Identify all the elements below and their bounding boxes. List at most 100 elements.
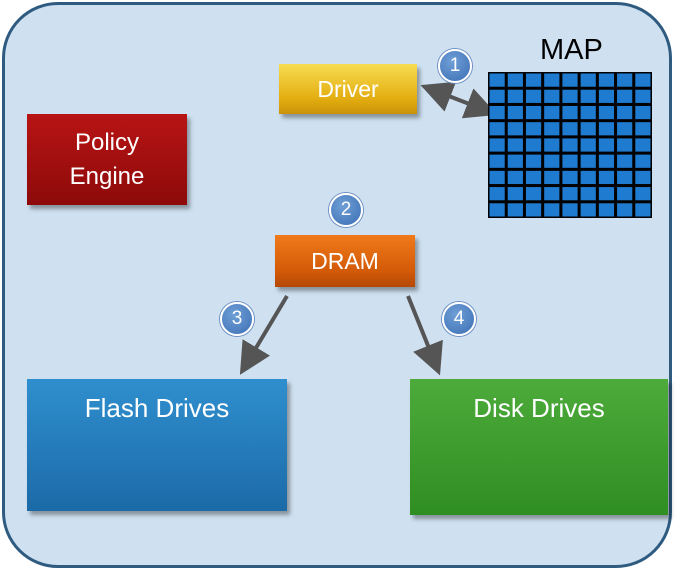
- map-grid-cell: [598, 105, 615, 120]
- map-grid-cell: [544, 122, 560, 136]
- map-grid-cell: [525, 89, 542, 103]
- map-grid-cell: [562, 203, 578, 217]
- map-grid-cell: [580, 170, 596, 185]
- map-grid-cell: [617, 122, 633, 136]
- map-grid-cell: [489, 170, 505, 185]
- flash-drives-box: Flash Drives: [27, 379, 287, 511]
- map-grid-cell: [617, 203, 633, 217]
- map-grid-cell: [598, 138, 615, 152]
- map-grid-cell: [544, 154, 560, 168]
- map-grid-cell: [580, 122, 596, 136]
- policy-engine-label-line2: Engine: [69, 162, 145, 190]
- map-grid-cell: [507, 154, 523, 168]
- map-grid-cell: [489, 73, 505, 87]
- dram-label: DRAM: [311, 247, 379, 274]
- map-grid-cell: [507, 203, 523, 217]
- map-grid-cell: [507, 170, 523, 185]
- map-grid-cell: [617, 170, 633, 185]
- map-grid-cell: [562, 122, 578, 136]
- map-grid-cell: [635, 105, 651, 120]
- map-grid-cell: [525, 138, 542, 152]
- map-grid-cell: [635, 203, 651, 217]
- map-grid-cell: [635, 89, 651, 103]
- map-grid-cell: [525, 170, 542, 185]
- driver-box: Driver: [279, 64, 417, 114]
- map-grid-cell: [617, 105, 633, 120]
- map-grid-cell: [635, 187, 651, 201]
- dram-box: DRAM: [275, 235, 415, 287]
- map-grid-cell: [617, 89, 633, 103]
- map-grid-cell: [507, 105, 523, 120]
- map-grid-cell: [525, 73, 542, 87]
- map-grid-cell: [544, 187, 560, 201]
- map-grid-cell: [507, 122, 523, 136]
- map-grid-cell: [598, 122, 615, 136]
- map-grid-cell: [544, 170, 560, 185]
- map-grid-cell: [489, 89, 505, 103]
- policy-engine-label-line1: Policy: [74, 128, 140, 156]
- map-grid-cell: [562, 89, 578, 103]
- map-grid-cell: [489, 203, 505, 217]
- disk-drives-box: Disk Drives: [410, 379, 668, 515]
- map-grid-cell: [507, 89, 523, 103]
- map-grid-cell: [580, 154, 596, 168]
- map-grid-cell: [617, 154, 633, 168]
- map-label: MAP: [540, 34, 603, 66]
- step-badge-1: 1: [438, 49, 472, 83]
- map-grid-cell: [580, 203, 596, 217]
- map-grid-cell: [507, 138, 523, 152]
- map-grid-cell: [525, 203, 542, 217]
- map-grid-cell: [580, 187, 596, 201]
- map-grid-cell: [562, 73, 578, 87]
- map-grid-cell: [635, 138, 651, 152]
- map-grid-cell: [562, 105, 578, 120]
- map-grid-cell: [617, 73, 633, 87]
- map-grid-cell: [507, 187, 523, 201]
- map-grid-cell: [489, 154, 505, 168]
- step-badge-2: 2: [329, 193, 363, 227]
- flash-drives-label: Flash Drives: [84, 393, 230, 423]
- map-grid-cell: [580, 138, 596, 152]
- map-grid-cell: [580, 73, 596, 87]
- map-grid-cell: [489, 122, 505, 136]
- map-grid-cell: [635, 73, 651, 87]
- map-grid-cell: [562, 138, 578, 152]
- map-grid-cell: [635, 170, 651, 185]
- map-grid-cell: [489, 105, 505, 120]
- map-grid-cell: [544, 89, 560, 103]
- map-grid-cell: [525, 122, 542, 136]
- policy-engine-box: Policy Engine: [27, 114, 187, 205]
- disk-drives-label: Disk Drives: [473, 393, 605, 423]
- map-grid-cell: [598, 187, 615, 201]
- map-grid-cell: [598, 154, 615, 168]
- map-grid: [488, 72, 652, 218]
- map-grid-cell: [525, 154, 542, 168]
- map-grid-cell: [489, 187, 505, 201]
- map-grid-cell: [562, 154, 578, 168]
- map-grid-cell: [507, 73, 523, 87]
- step-badge-3: 3: [220, 302, 254, 336]
- map-grid-cell: [598, 203, 615, 217]
- map-grid-cell: [525, 105, 542, 120]
- map-grid-cell: [544, 73, 560, 87]
- map-grid-cell: [580, 105, 596, 120]
- map-grid-cell: [635, 154, 651, 168]
- step-badge-4: 4: [442, 302, 476, 336]
- driver-map-arrow: [420, 81, 498, 119]
- map-grid-cell: [544, 138, 560, 152]
- map-grid-cell: [598, 89, 615, 103]
- map-grid-cell: [598, 73, 615, 87]
- driver-label: Driver: [317, 75, 379, 102]
- map-grid-cell: [544, 105, 560, 120]
- dram-to-disk-arrow: [406, 295, 443, 376]
- map-grid-cell: [525, 187, 542, 201]
- map-grid-cell: [617, 138, 633, 152]
- map-grid-cell: [562, 170, 578, 185]
- map-grid-cell: [635, 122, 651, 136]
- dram-to-flash-arrow: [239, 294, 289, 375]
- map-grid-cell: [489, 138, 505, 152]
- map-grid-cell: [617, 187, 633, 201]
- map-grid-cell: [544, 203, 560, 217]
- map-grid-cell: [562, 187, 578, 201]
